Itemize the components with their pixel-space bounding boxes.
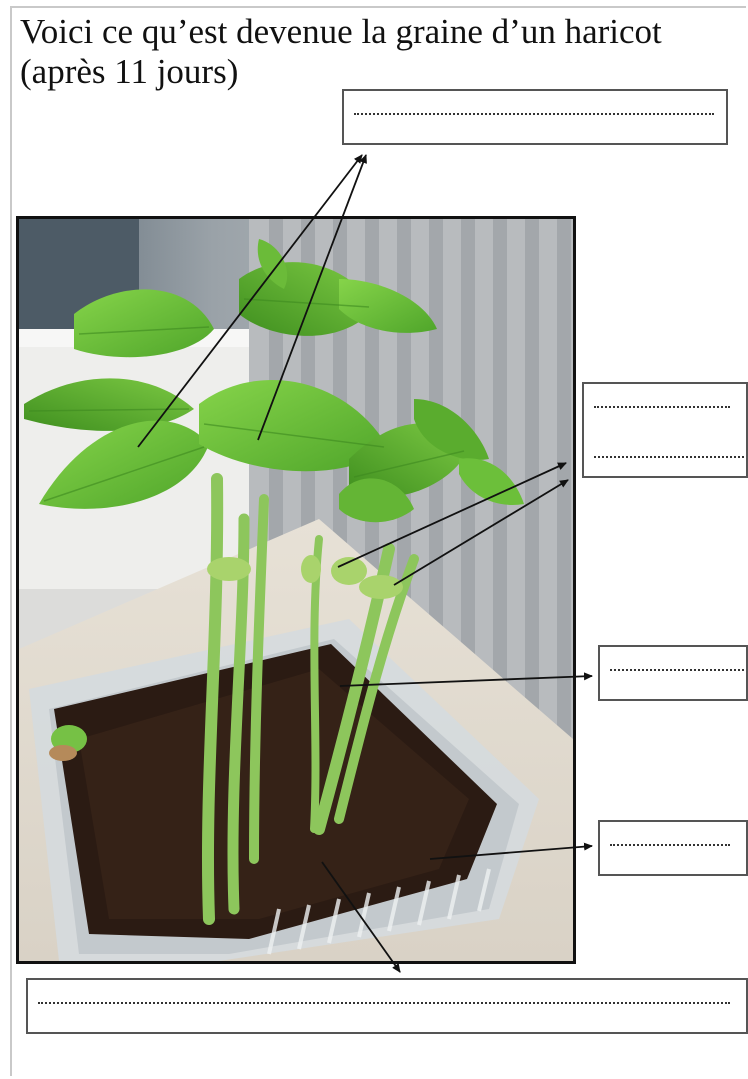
dotted-line <box>610 669 744 671</box>
dotted-line <box>610 844 730 846</box>
answer-box-soil[interactable] <box>26 978 748 1034</box>
dotted-line <box>594 406 730 408</box>
bean-plant-illustration <box>19 219 573 961</box>
dotted-line <box>354 113 714 115</box>
title-line-2: (après 11 jours) <box>20 52 740 92</box>
title-line-1: Voici ce qu’est devenue la graine d’un h… <box>20 12 740 52</box>
page-border-top <box>10 6 746 8</box>
bean-plant-photo <box>16 216 576 964</box>
answer-box-leaves[interactable] <box>342 89 728 145</box>
answer-box-cotyledons[interactable] <box>582 382 748 478</box>
dotted-line <box>38 1002 730 1004</box>
page-border-left <box>10 6 12 1076</box>
worksheet-title: Voici ce qu’est devenue la graine d’un h… <box>20 12 740 92</box>
dotted-line <box>594 456 744 458</box>
answer-box-stem[interactable] <box>598 645 748 701</box>
answer-box-container[interactable] <box>598 820 748 876</box>
